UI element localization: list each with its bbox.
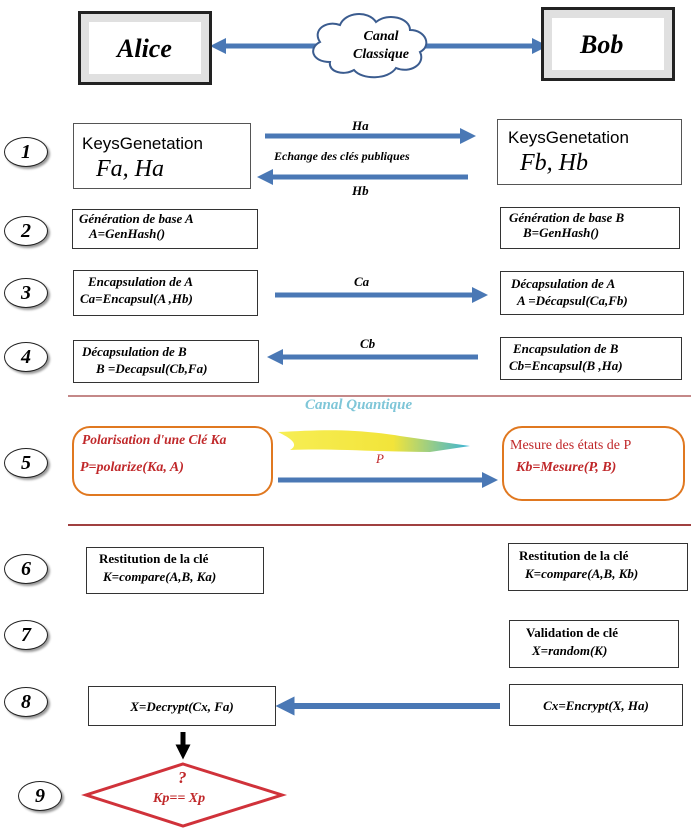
bob-encrypt-box: Cx=Encrypt(X, Ha) (509, 684, 683, 726)
hb-label: Hb (352, 183, 369, 198)
step-1: 1 (4, 137, 48, 167)
comparison-text: Kp== Xp (153, 791, 206, 806)
bob-decapsulation-title: Décapsulation de A (511, 276, 616, 291)
alice-box: Alice (78, 11, 212, 85)
alice-keygen-box: KeysGenetation Fa, Ha (73, 123, 251, 189)
alice-decapsulation-title: Décapsulation de B (82, 344, 187, 359)
alice-decapsulation-box: Décapsulation de B B =Decapsul(Cb,Fa) (73, 340, 259, 383)
step-2: 2 (4, 216, 48, 246)
bob-decapsulation-box: Décapsulation de A A =Décapsul(Ca,Fb) (500, 271, 684, 315)
alice-basis-box: Génération de base A A=GenHash() (72, 209, 258, 249)
alice-restitution-box: Restitution de la clé K=compare(A,B, Ka) (86, 547, 264, 594)
ca-label: Ca (354, 274, 370, 289)
bob-restitution-box: Restitution de la clé K=compare(A,B, Kb) (508, 543, 688, 591)
quantum-channel-title: Canal Quantique (305, 397, 413, 413)
bob-measurement-box: Mesure des états de P Kb=Mesure(P, B) (502, 426, 685, 501)
step-7: 7 (4, 620, 48, 650)
alice-label: Alice (117, 34, 172, 63)
step-9: 9 (18, 781, 62, 811)
alice-polarization-title: Polarisation d'une Clé Ka (82, 432, 227, 447)
alice-restitution-title: Restitution de la clé (99, 551, 209, 566)
bob-restitution-title: Restitution de la clé (519, 548, 629, 563)
bob-keygen-value: Fb, Hb (520, 150, 588, 176)
bob-measurement-formula: Kb=Mesure(P, B) (516, 460, 617, 475)
quantum-beam (278, 430, 470, 452)
alice-decapsulation-formula: B =Decapsul(Cb,Fa) (96, 361, 208, 376)
step-5: 5 (4, 448, 48, 478)
cb-label: Cb (360, 336, 376, 351)
classic-channel-label: Canal Classique (346, 28, 416, 64)
alice-polarization-formula: P=polarize(Ka, A) (80, 460, 184, 475)
step-8: 8 (4, 687, 48, 717)
public-key-exchange-label: Echange des clés publiques (274, 149, 410, 163)
bob-label: Bob (580, 30, 624, 59)
bob-measurement-title: Mesure des états de P (510, 438, 632, 453)
alice-encapsulation-box: Encapsulation de A Ca=Encapsul(A ,Hb) (73, 270, 258, 316)
alice-keygen-value: Fa, Ha (96, 156, 164, 182)
bob-basis-formula: B=GenHash() (523, 225, 600, 240)
alice-restitution-formula: K=compare(A,B, Ka) (103, 569, 217, 584)
alice-polarization-box: Polarisation d'une Clé Ka P=polarize(Ka,… (72, 426, 273, 496)
alice-keygen-title: KeysGenetation (82, 134, 203, 153)
ha-label: Ha (352, 118, 369, 133)
bob-validation-box: Validation de clé X=random(K) (509, 620, 679, 668)
bob-box: Bob (541, 7, 675, 81)
alice-basis-title: Génération de base A (79, 211, 194, 226)
step-3: 3 (4, 278, 48, 308)
comparison-diamond (81, 762, 288, 828)
bob-validation-formula: X=random(K) (532, 643, 608, 658)
bob-restitution-formula: K=compare(A,B, Kb) (525, 566, 639, 581)
bob-keygen-title: KeysGenetation (508, 128, 629, 147)
classic-channel-line1: Canal (363, 29, 399, 44)
p-label: P (376, 451, 384, 466)
alice-encapsulation-title: Encapsulation de A (88, 274, 193, 289)
alice-basis-formula: A=GenHash() (89, 226, 166, 241)
bob-basis-box: Génération de base B B=GenHash() (500, 207, 680, 249)
alice-encapsulation-formula: Ca=Encapsul(A ,Hb) (80, 291, 193, 306)
bob-keygen-box: KeysGenetation Fb, Hb (497, 119, 682, 185)
bob-basis-title: Génération de base B (509, 210, 625, 225)
bob-validation-title: Validation de clé (526, 625, 618, 640)
cloud-shape (312, 13, 428, 79)
bob-encapsulation-formula: Cb=Encapsul(B ,Ha) (509, 358, 623, 373)
bob-decapsulation-formula: A =Décapsul(Ca,Fb) (517, 293, 628, 308)
bob-encapsulation-title: Encapsulation de B (513, 341, 619, 356)
comparison-question: ? (178, 768, 187, 787)
classic-channel-line2: Classique (352, 47, 409, 62)
bob-encrypt-formula: Cx=Encrypt(X, Ha) (543, 697, 649, 713)
step-4: 4 (4, 342, 48, 372)
bob-encapsulation-box: Encapsulation de B Cb=Encapsul(B ,Ha) (500, 337, 682, 380)
alice-decrypt-formula: X=Decrypt(Cx, Fa) (130, 698, 234, 714)
step-6: 6 (4, 554, 48, 584)
alice-decrypt-box: X=Decrypt(Cx, Fa) (88, 686, 276, 726)
